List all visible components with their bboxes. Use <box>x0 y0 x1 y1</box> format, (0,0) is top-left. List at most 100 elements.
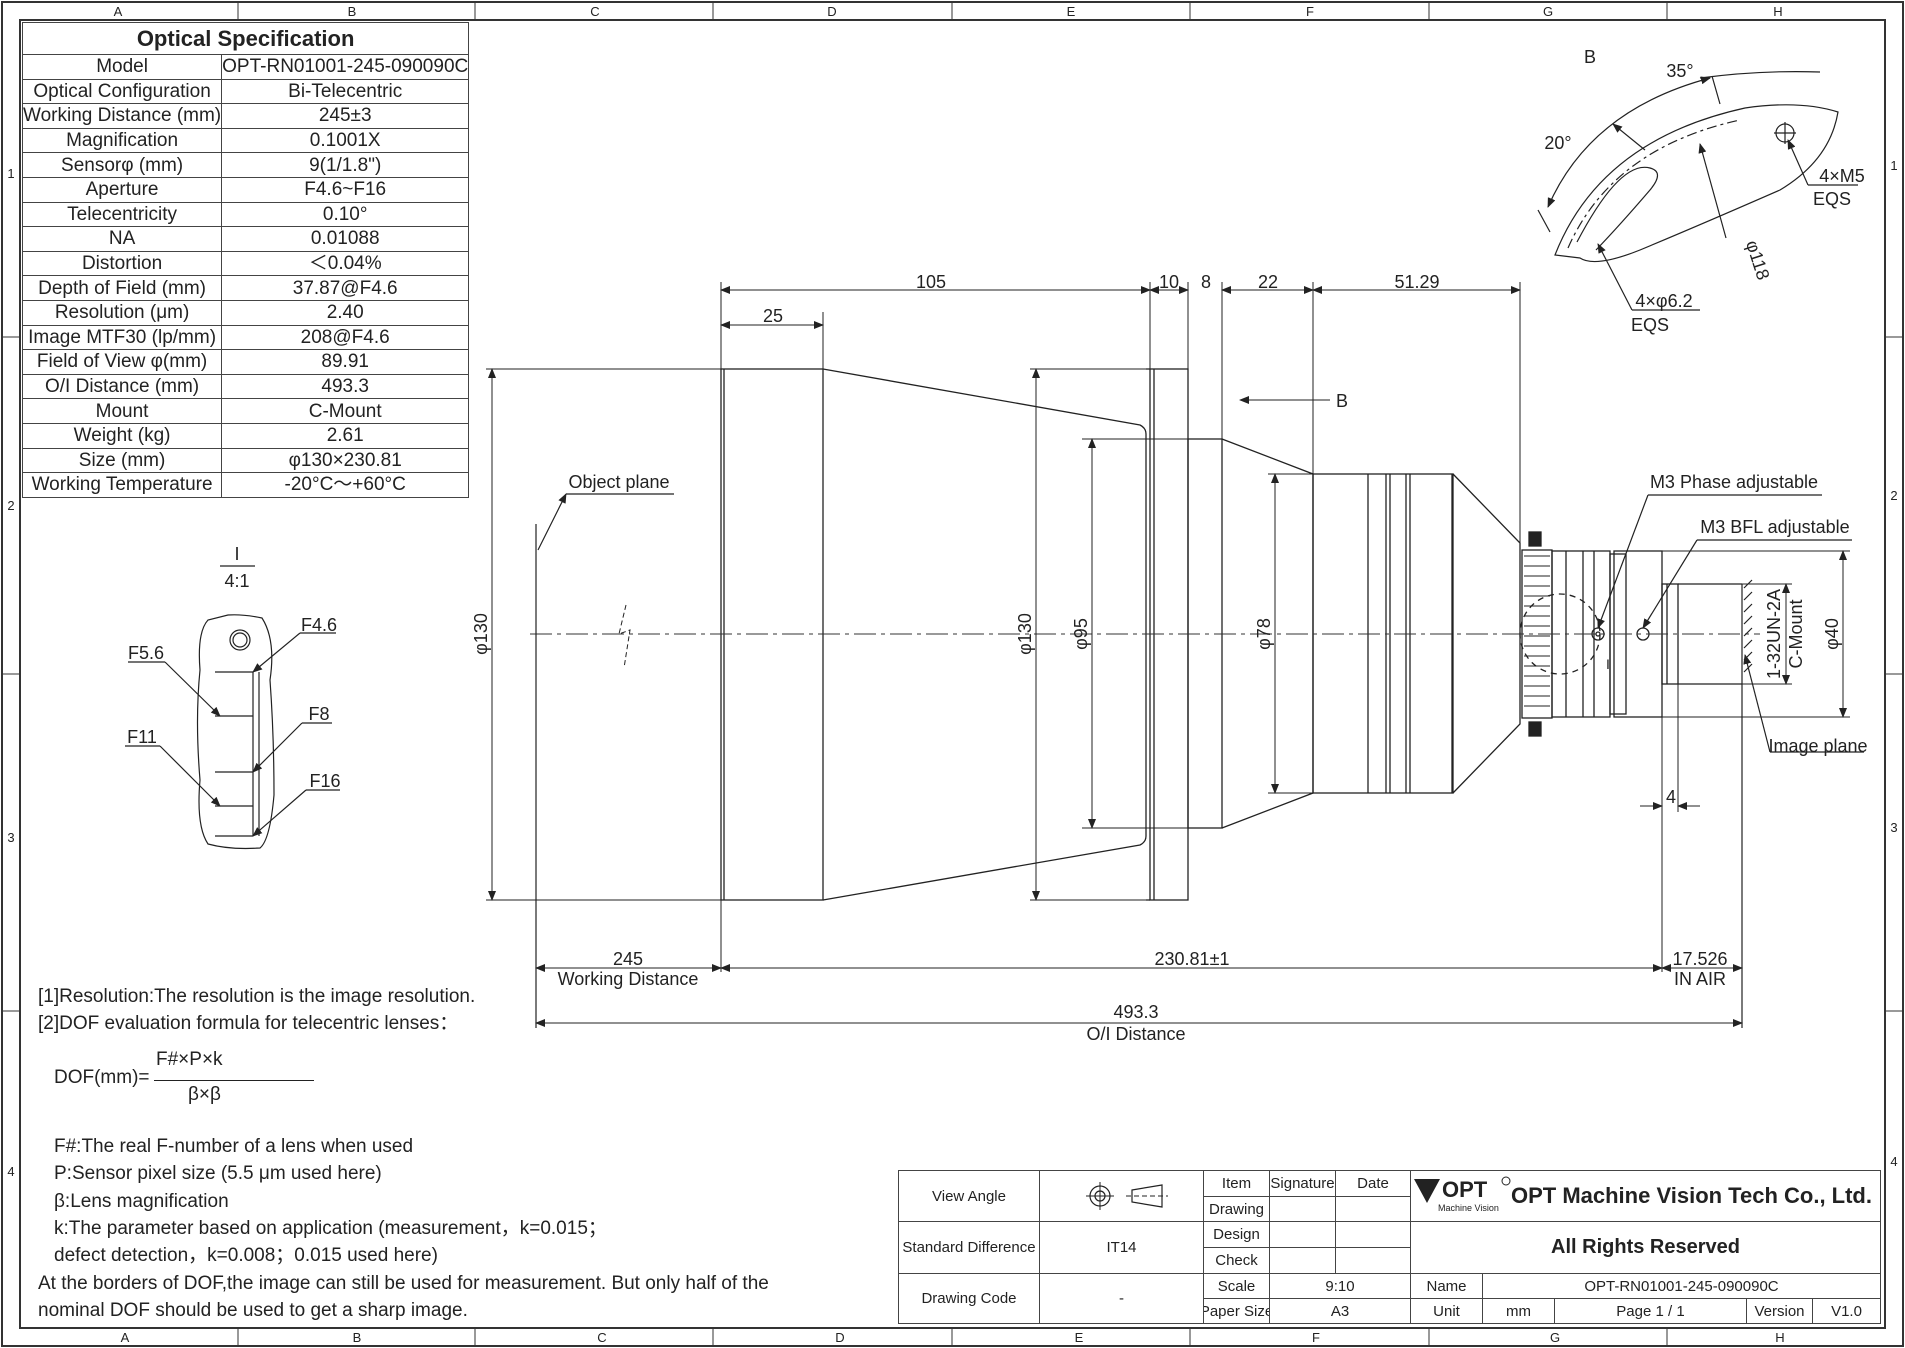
tb-scale: Scale <box>1203 1273 1270 1299</box>
formula-lhs: DOF(mm)= <box>54 1067 150 1088</box>
note-b-def: β:Lens magnification <box>54 1190 229 1212</box>
dim-phi130-mid: φ130 <box>1015 613 1035 655</box>
spec-row: Resolution (μm)2.40 <box>21 299 470 326</box>
row-label: 2 <box>7 498 14 513</box>
notes: [1]Resolution:The resolution is the imag… <box>38 983 868 1325</box>
dim-22: 22 <box>1258 272 1278 292</box>
detail-ref: I <box>1606 656 1610 672</box>
spec-value: F4.6~F16 <box>221 176 470 203</box>
dim-phi78: φ78 <box>1254 618 1274 650</box>
dim-phi130-left: φ130 <box>471 613 491 655</box>
spec-row: Image MTF30 (lp/mm)208@F4.6 <box>21 324 470 351</box>
col-label: A <box>121 1330 130 1345</box>
tb-company-cell: OPT Machine Vision Tech Co., Ltd. <box>1410 1170 1881 1222</box>
detail-label: I <box>234 544 239 564</box>
title-block: View Angle Standard Difference IT14 Draw… <box>898 1170 1881 1324</box>
spec-label: Size (mm) <box>21 447 223 474</box>
tb-standard-difference: Standard Difference <box>898 1221 1040 1274</box>
spec-label: Optical Configuration <box>21 78 223 105</box>
hole-bottom: 4×φ6.2 <box>1635 291 1692 311</box>
detail-view <box>125 565 340 850</box>
spec-title: Optical Specification <box>21 22 470 55</box>
spec-label: Image MTF30 (lp/mm) <box>21 324 223 351</box>
tb-check-sig <box>1269 1247 1336 1274</box>
spec-value: 2.61 <box>221 422 470 449</box>
col-label: C <box>590 4 599 19</box>
bfl-adj-label: M3 BFL adjustable <box>1700 517 1849 537</box>
tb-drawing-code: Drawing Code <box>898 1273 1040 1324</box>
spec-label: Weight (kg) <box>21 422 223 449</box>
spec-value: ＜0.04% <box>221 250 470 277</box>
spec-row: Working Temperature-20°C～+60°C <box>21 472 470 498</box>
tb-paper-size: Paper Size <box>1203 1298 1270 1324</box>
hole-bottom-note: EQS <box>1631 315 1669 335</box>
view-b <box>1537 71 1858 311</box>
spec-value: φ130×230.81 <box>221 447 470 474</box>
screw-leaders <box>1597 494 1852 629</box>
note-f-def: F#:The real F-number of a lens when used <box>54 1135 414 1157</box>
stop-f46: F4.6 <box>301 615 337 635</box>
tb-tolerance: IT14 <box>1039 1221 1204 1274</box>
tb-view-angle: View Angle <box>898 1170 1040 1222</box>
tb-version: Version <box>1746 1298 1813 1324</box>
hole-top-note: EQS <box>1813 189 1851 209</box>
col-label: A <box>114 4 123 19</box>
spec-value: 37.87@F4.6 <box>221 275 470 301</box>
spec-label: Aperture <box>21 176 223 203</box>
detail-scale: 4:1 <box>224 571 249 591</box>
wd-label: Working Distance <box>558 969 699 989</box>
dimension-texts: 105 10 8 22 51.29 25 B φ130 φ130 φ95 φ78… <box>471 272 1868 1044</box>
note-border2: nominal DOF should be used to get a shar… <box>38 1300 468 1322</box>
col-label: B <box>353 1330 362 1345</box>
spec-label: Model <box>21 54 223 80</box>
tb-unit-value: mm <box>1482 1298 1555 1324</box>
opt-logo: OPT Machine Vision <box>1414 1176 1511 1213</box>
formula-bar <box>154 1080 314 1081</box>
col-label: F <box>1312 1330 1320 1345</box>
spec-row: Field of View φ(mm)89.91 <box>21 349 470 375</box>
spec-value: 89.91 <box>221 349 470 375</box>
spec-label: Field of View φ(mm) <box>21 349 223 375</box>
tb-drawing: Drawing <box>1203 1196 1270 1222</box>
note-dof: [2]DOF evaluation formula for telecentri… <box>38 1013 459 1035</box>
col-label: G <box>1550 1330 1560 1345</box>
angle-35: 35° <box>1666 61 1693 81</box>
projection-symbol <box>1039 1170 1204 1222</box>
spec-row: Weight (kg)2.61 <box>21 422 470 449</box>
spec-label: Working Temperature <box>21 472 223 498</box>
tb-page: Page 1 / 1 <box>1554 1298 1747 1324</box>
spec-row: Distortion＜0.04% <box>21 250 470 277</box>
note-border1: At the borders of DOF,the image can stil… <box>38 1272 769 1294</box>
dim-25: 25 <box>763 306 783 326</box>
dim-4: 4 <box>1666 787 1676 807</box>
spec-label: Mount <box>21 398 223 424</box>
spec-label: Telecentricity <box>21 201 223 228</box>
bfl-label: IN AIR <box>1674 969 1726 989</box>
spec-row: Sensorφ (mm)9(1/1.8") <box>21 152 470 178</box>
dim-51: 51.29 <box>1394 272 1439 292</box>
hole-top: 4×M5 <box>1819 166 1865 186</box>
tb-drawing-code-value: - <box>1039 1273 1204 1324</box>
col-label: D <box>827 4 836 19</box>
rights-text: All Rights Reserved <box>1551 1236 1740 1258</box>
object-plane-label: Object plane <box>568 472 669 492</box>
tb-drawing-date <box>1335 1196 1411 1222</box>
projection-icon <box>1085 1182 1168 1210</box>
tb-signature: Signature <box>1269 1170 1336 1197</box>
tb-name-value: OPT-RN01001-245-090090C <box>1482 1273 1881 1299</box>
tb-design-date <box>1335 1221 1411 1248</box>
tb-item: Item <box>1203 1170 1270 1197</box>
spec-row: Working Distance (mm)245±3 <box>21 103 470 129</box>
tb-name: Name <box>1410 1273 1483 1299</box>
spec-value: 208@F4.6 <box>221 324 470 351</box>
phase-adj-label: M3 Phase adjustable <box>1650 472 1818 492</box>
spec-value: 245±3 <box>221 103 470 129</box>
tb-date: Date <box>1335 1170 1411 1197</box>
spec-value: 2.40 <box>221 299 470 326</box>
row-label: 1 <box>1890 158 1897 173</box>
col-label: H <box>1775 1330 1784 1345</box>
